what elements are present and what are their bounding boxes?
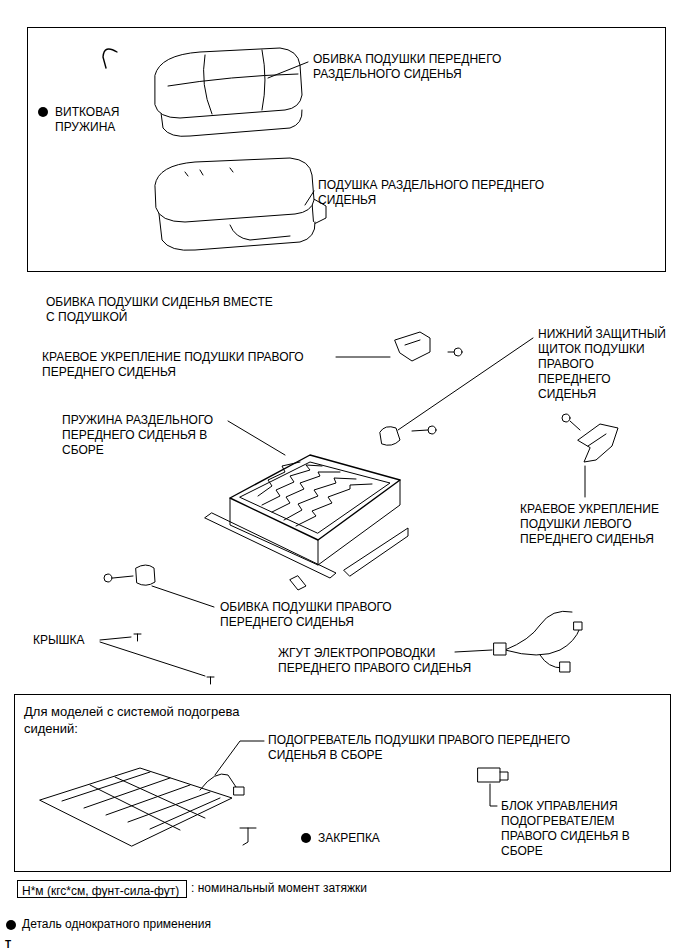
part-name: КРАЕВОЕ УКРЕПЛЕНИЕ ПОДУШКИ ЛЕВОГО ПЕРЕДН… bbox=[520, 502, 685, 547]
single-use-dot bbox=[6, 920, 16, 930]
seat-spring-frame bbox=[240, 462, 390, 533]
seat-cover bbox=[155, 48, 302, 136]
leader-line bbox=[228, 421, 285, 455]
seat-cover bbox=[168, 74, 298, 86]
seat-spring-frame bbox=[272, 472, 340, 512]
leader-line bbox=[398, 338, 533, 430]
legend-text: : номинальный момент затяжки bbox=[191, 881, 367, 896]
seat-cushion bbox=[155, 158, 314, 222]
group-heading: ОБИВКА ПОДУШКИ СИДЕНЬЯ ВМЕСТЕ С ПОДУШКОЙ bbox=[46, 295, 276, 325]
seat-heater bbox=[40, 768, 232, 846]
legend-text: Деталь однократного применения bbox=[22, 917, 211, 932]
seat-cover bbox=[155, 48, 302, 118]
right-edge-bracket bbox=[405, 340, 420, 345]
seat-spring-frame bbox=[284, 478, 356, 520]
seat-heater bbox=[40, 768, 244, 846]
page-mark: T bbox=[5, 937, 25, 952]
right-cover bbox=[104, 565, 155, 585]
heater-control-unit bbox=[478, 768, 508, 782]
right-cover bbox=[104, 574, 112, 582]
leader-line bbox=[490, 784, 497, 806]
leader-line bbox=[152, 586, 214, 607]
wire-harness bbox=[494, 643, 506, 655]
single-use-dot bbox=[301, 833, 311, 843]
seat-spring-frame bbox=[205, 455, 408, 590]
part-name: КРЫШКА bbox=[33, 633, 113, 648]
left-edge-bracket bbox=[562, 414, 570, 422]
part-name: ЖГУТ ЭЛЕКТРОПРОВОДКИ ПЕРЕДНЕГО ПРАВОГО С… bbox=[278, 646, 473, 676]
part-name: ПОДОГРЕВАТЕЛЬ ПОДУШКИ ПРАВОГО ПЕРЕДНЕГО … bbox=[268, 733, 613, 763]
part-name: БЛОК УПРАВЛЕНИЯ ПОДОГРЕВАТЕЛЕМ ПРАВОГО С… bbox=[501, 799, 666, 859]
part-name: НИЖНИЙ ЗАЩИТНЫЙ ЩИТОК ПОДУШКИ ПРАВОГО ПЕ… bbox=[538, 327, 668, 402]
unit-box: Н*м (кгс*см, фунт-сила-фут) bbox=[17, 880, 187, 898]
leader-line bbox=[100, 642, 205, 676]
part-name: ПРУЖИНА РАЗДЕЛЬНОГО ПЕРЕДНЕГО СИДЕНЬЯ В … bbox=[62, 413, 237, 458]
right-edge-bracket bbox=[395, 332, 462, 361]
right-cover bbox=[136, 565, 155, 585]
heater-control-unit bbox=[478, 768, 500, 782]
right-edge-bracket bbox=[395, 332, 430, 361]
unit-text: Н*м (кгс*см, фунт-сила-фут) bbox=[18, 884, 183, 899]
lower-shield bbox=[428, 426, 436, 434]
seat-heater bbox=[234, 787, 244, 795]
clip-part bbox=[240, 828, 256, 845]
seat-spring-frame bbox=[344, 528, 408, 576]
leader-line bbox=[305, 191, 314, 205]
seat-heater bbox=[90, 777, 205, 830]
cap-screw bbox=[134, 634, 141, 641]
part-name: ЗАКРЕПКА bbox=[318, 831, 418, 846]
group-heading: Для моделей с системой подогрева сидений… bbox=[24, 703, 254, 737]
leader-line bbox=[336, 357, 390, 358]
right-edge-bracket bbox=[454, 348, 462, 356]
seat-cushion bbox=[155, 158, 326, 250]
seat-spring-frame bbox=[258, 462, 300, 496]
wire-harness bbox=[494, 611, 582, 672]
heater-control-unit bbox=[500, 772, 508, 780]
left-edge-bracket bbox=[570, 421, 580, 430]
part-name: ОБИВКА ПОДУШКИ ПРАВОГО ПЕРЕДНЕГО СИДЕНЬЯ bbox=[220, 600, 420, 630]
cap-screw bbox=[134, 634, 214, 684]
seat-spring-frame bbox=[262, 465, 322, 505]
seat-cover bbox=[262, 50, 265, 110]
wire-harness bbox=[505, 611, 572, 650]
clip-part bbox=[240, 828, 256, 845]
left-edge-bracket bbox=[578, 424, 618, 462]
left-edge-bracket bbox=[588, 434, 606, 446]
right-cover bbox=[113, 576, 133, 578]
lower-shield bbox=[380, 427, 400, 446]
group-frame: Для моделей с системой подогрева сидений… bbox=[14, 694, 671, 872]
wire-harness bbox=[505, 628, 580, 655]
wire-harness bbox=[540, 655, 562, 668]
leader-line bbox=[268, 62, 308, 78]
leader-line bbox=[215, 741, 264, 775]
wire-harness bbox=[574, 622, 582, 630]
right-edge-bracket bbox=[448, 352, 454, 353]
seat-cushion bbox=[185, 168, 233, 176]
leader-line bbox=[585, 466, 586, 497]
seat-spring-frame bbox=[230, 455, 400, 540]
cap-screw bbox=[207, 677, 214, 684]
seat-heater bbox=[200, 774, 238, 790]
seat-cover bbox=[204, 55, 212, 114]
wire-harness bbox=[560, 662, 570, 672]
part-name: ВИТКОВАЯ ПРУЖИНА bbox=[55, 105, 145, 135]
lower-shield bbox=[412, 430, 428, 431]
single-use-dot bbox=[38, 107, 48, 117]
coil-spring bbox=[103, 49, 117, 68]
part-name: КРАЕВОЕ УКРЕПЛЕНИЕ ПОДУШКИ ПРАВОГО ПЕРЕД… bbox=[42, 350, 342, 380]
coil-spring bbox=[103, 49, 117, 68]
left-edge-bracket bbox=[562, 414, 618, 462]
seat-spring-frame bbox=[318, 540, 319, 565]
part-name: ПОДУШКА РАЗДЕЛЬНОГО ПЕРЕДНЕГО СИДЕНЬЯ bbox=[318, 178, 578, 208]
seat-spring-frame bbox=[296, 484, 372, 526]
seat-spring-frame bbox=[290, 576, 306, 590]
lower-shield bbox=[380, 426, 436, 445]
seat-cushion bbox=[230, 225, 290, 240]
seat-heater bbox=[62, 772, 220, 829]
part-name: ОБИВКА ПОДУШКИ ПЕРЕДНЕГО РАЗДЕЛЬНОГО СИД… bbox=[313, 52, 538, 82]
leader-line bbox=[100, 637, 131, 640]
leader-line bbox=[455, 650, 492, 652]
